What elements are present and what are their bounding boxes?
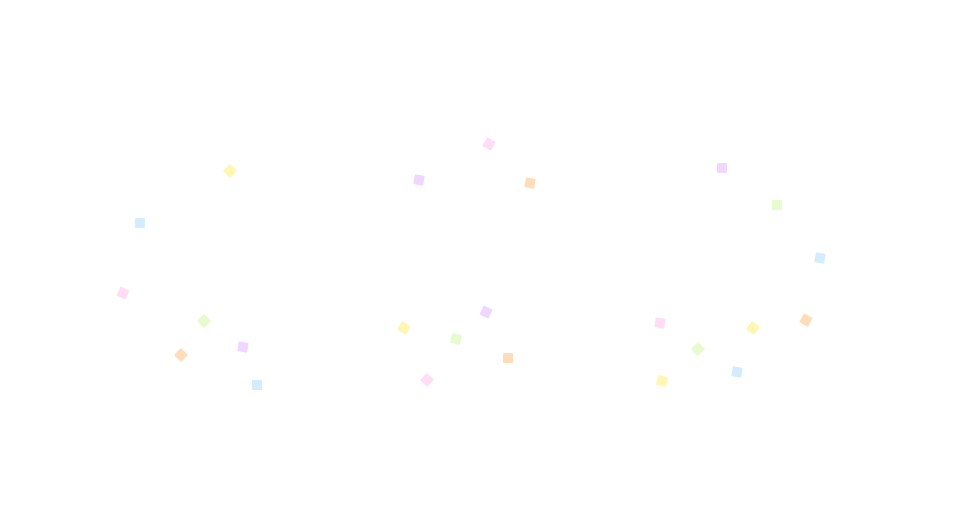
confetti-piece [655,374,669,388]
confetti-piece [799,313,813,327]
confetti-piece [237,341,249,353]
confetti-piece [772,200,782,210]
confetti-piece [524,177,536,189]
confetti-piece [173,347,189,363]
confetti-piece [503,353,513,363]
confetti-piece [222,163,238,179]
confetti-piece [479,305,493,319]
confetti-piece [717,163,727,173]
confetti-piece [449,332,463,346]
confetti-piece [731,366,743,378]
confetti-piece [116,286,130,300]
confetti-piece [252,380,262,390]
confetti-piece [397,321,411,335]
confetti-piece [419,372,435,388]
confetti-piece [135,218,145,228]
confetti-piece [654,317,666,329]
confetti-piece [413,174,425,186]
confetti-piece [482,137,496,151]
confetti-piece [814,252,826,264]
confetti-piece [690,341,706,357]
confetti-piece [196,313,212,329]
confetti-piece [746,321,760,335]
